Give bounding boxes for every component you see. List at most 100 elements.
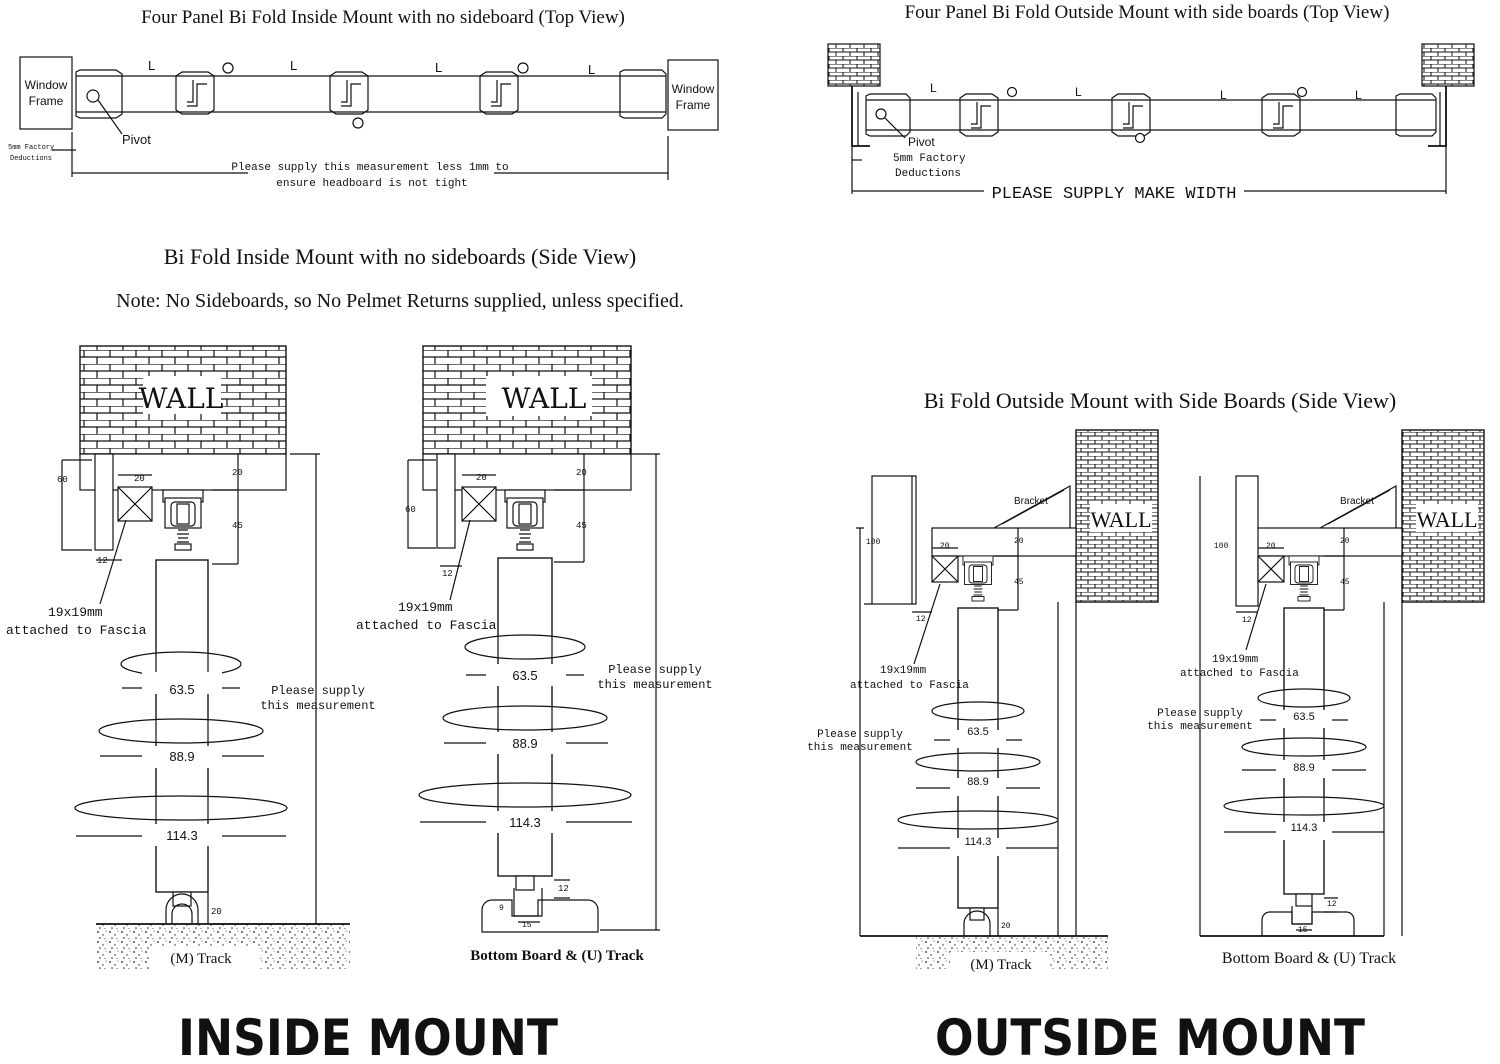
bracket-label: Bracket xyxy=(1014,496,1048,507)
top-view-inside: Window Frame Window Frame L L L L Pivot … xyxy=(8,56,719,190)
pivot-point xyxy=(875,108,887,120)
window-frame-left xyxy=(19,56,73,130)
dim-15: 15 xyxy=(1298,926,1308,935)
note-side-left: Note: No Sideboards, so No Pelmet Return… xyxy=(116,290,684,312)
dim-15: 15 xyxy=(522,921,532,930)
dim-20-right: 20 xyxy=(576,468,587,478)
title-side-left: Bi Fold Inside Mount with no sideboards … xyxy=(164,244,636,269)
inside-mount-banner: INSIDE MOUNT xyxy=(178,1009,558,1064)
dim-63-5: 63.5 xyxy=(512,668,537,683)
panel-label: L xyxy=(1220,88,1227,102)
fascia-label-1: 19x19mm xyxy=(880,665,927,677)
supply-label-2: this measurement xyxy=(1147,721,1253,733)
dim-20: 20 xyxy=(1266,542,1276,551)
dim-45: 45 xyxy=(1014,578,1024,587)
window-frame-right xyxy=(667,59,719,131)
make-width-label: PLEASE SUPPLY MAKE WIDTH xyxy=(992,185,1237,204)
wall-brick-left xyxy=(827,43,881,87)
fascia xyxy=(871,475,917,605)
supply-label-1: Please supply xyxy=(1157,708,1243,720)
fascia-label-2: attached to Fascia xyxy=(1180,668,1299,680)
dim-12: 12 xyxy=(1242,616,1252,625)
hinge-knob xyxy=(352,117,364,129)
dim-20: 20 xyxy=(940,542,950,551)
deduction-label-1: 5mm Factory xyxy=(8,144,54,152)
dim-114-3: 114.3 xyxy=(1291,822,1318,834)
dim-100: 100 xyxy=(866,538,881,547)
dim-88-9: 88.9 xyxy=(169,749,194,764)
window-frame-left-label1: Window xyxy=(25,78,68,92)
dim-45: 45 xyxy=(1340,578,1350,587)
dim-114-3: 114.3 xyxy=(509,815,541,830)
dim-63-5: 63.5 xyxy=(967,726,988,738)
dim-60: 60 xyxy=(57,475,68,485)
deduction-label-2: Deductions xyxy=(10,155,52,163)
m-track-label: (M) Track xyxy=(170,951,232,967)
top-view-outside: L L L L Pivot 5mm Factory Deductions PLE… xyxy=(827,43,1475,204)
dim-88-9: 88.9 xyxy=(512,736,537,751)
supply-label-1: Please supply xyxy=(817,729,903,741)
dim-100: 100 xyxy=(1214,542,1229,551)
fascia-label-2: attached to Fascia xyxy=(850,680,969,692)
dim-63-5: 63.5 xyxy=(1293,711,1314,723)
supply-label-2: this measurement xyxy=(260,699,375,713)
wall-label: WALL xyxy=(502,382,587,415)
outside-mount-banner: OUTSIDE MOUNT xyxy=(935,1009,1365,1064)
fascia xyxy=(94,453,114,551)
dim-88-9: 88.9 xyxy=(967,776,988,788)
wall-label: WALL xyxy=(1416,507,1477,532)
window-frame-left-label2: Frame xyxy=(29,94,64,108)
side-view-inside-u-track: WALL 63.5 88.9 114.3 60 20 20 45 12 12 9… xyxy=(356,345,713,964)
bracket-label: Bracket xyxy=(1340,496,1374,507)
dim-12: 12 xyxy=(916,615,926,624)
fascia-label-1: 19x19mm xyxy=(48,605,103,620)
m-track-label: (M) Track xyxy=(970,957,1032,973)
panel-line xyxy=(76,75,666,113)
dim-114-3: 114.3 xyxy=(965,836,992,848)
fascia-label-2: attached to Fascia xyxy=(6,623,147,638)
dim-20-bottom: 20 xyxy=(211,907,222,917)
dim-114-3: 114.3 xyxy=(166,828,198,843)
pivot-label: Pivot xyxy=(122,132,151,147)
wall-label: WALL xyxy=(139,382,224,415)
measure-note-2: ensure headboard is not tight xyxy=(276,178,467,190)
hinge-knob xyxy=(517,62,529,74)
fascia xyxy=(1235,475,1259,607)
pivot-point xyxy=(86,89,100,103)
deduction-label-2: Deductions xyxy=(895,168,961,180)
headboard xyxy=(1255,527,1403,557)
dim-20: 20 xyxy=(476,473,487,483)
dim-20-right: 20 xyxy=(1014,537,1024,546)
hinge-knob xyxy=(222,62,234,74)
supply-label-1: Please supply xyxy=(608,663,702,677)
dim-45: 45 xyxy=(576,521,587,531)
fascia xyxy=(436,453,456,549)
headboard xyxy=(931,527,1077,557)
dim-12-bottom: 12 xyxy=(1327,900,1337,909)
dim-20-right: 20 xyxy=(1340,537,1350,546)
panel-label: L xyxy=(148,58,155,73)
title-side-right: Bi Fold Outside Mount with Side Boards (… xyxy=(924,388,1397,413)
dim-20-right: 20 xyxy=(232,468,243,478)
supply-label-2: this measurement xyxy=(807,742,913,754)
supply-label-1: Please supply xyxy=(271,684,365,698)
dim-88-9: 88.9 xyxy=(1293,762,1314,774)
hinge-knob xyxy=(1134,132,1146,144)
fascia-label-2: attached to Fascia xyxy=(356,618,497,633)
panel-label: L xyxy=(930,81,937,95)
fascia-label-1: 19x19mm xyxy=(398,600,453,615)
dim-60: 60 xyxy=(405,505,416,515)
u-track-label: Bottom Board & (U) Track xyxy=(1222,950,1396,967)
window-frame-right-label1: Window xyxy=(672,82,715,96)
dim-45: 45 xyxy=(232,521,243,531)
deduction-label-1: 5mm Factory xyxy=(893,153,966,165)
dim-12: 12 xyxy=(442,569,453,579)
supply-label-2: this measurement xyxy=(597,678,712,692)
panel-label: L xyxy=(290,58,297,73)
hinge-knob xyxy=(1296,86,1308,98)
pivot-label: Pivot xyxy=(908,135,935,149)
dim-12: 12 xyxy=(97,556,108,566)
dim-20-bottom: 20 xyxy=(1001,922,1011,931)
measure-note-1: Please supply this measurement less 1mm … xyxy=(231,162,508,174)
title-top-left: Four Panel Bi Fold Inside Mount with no … xyxy=(141,7,625,28)
